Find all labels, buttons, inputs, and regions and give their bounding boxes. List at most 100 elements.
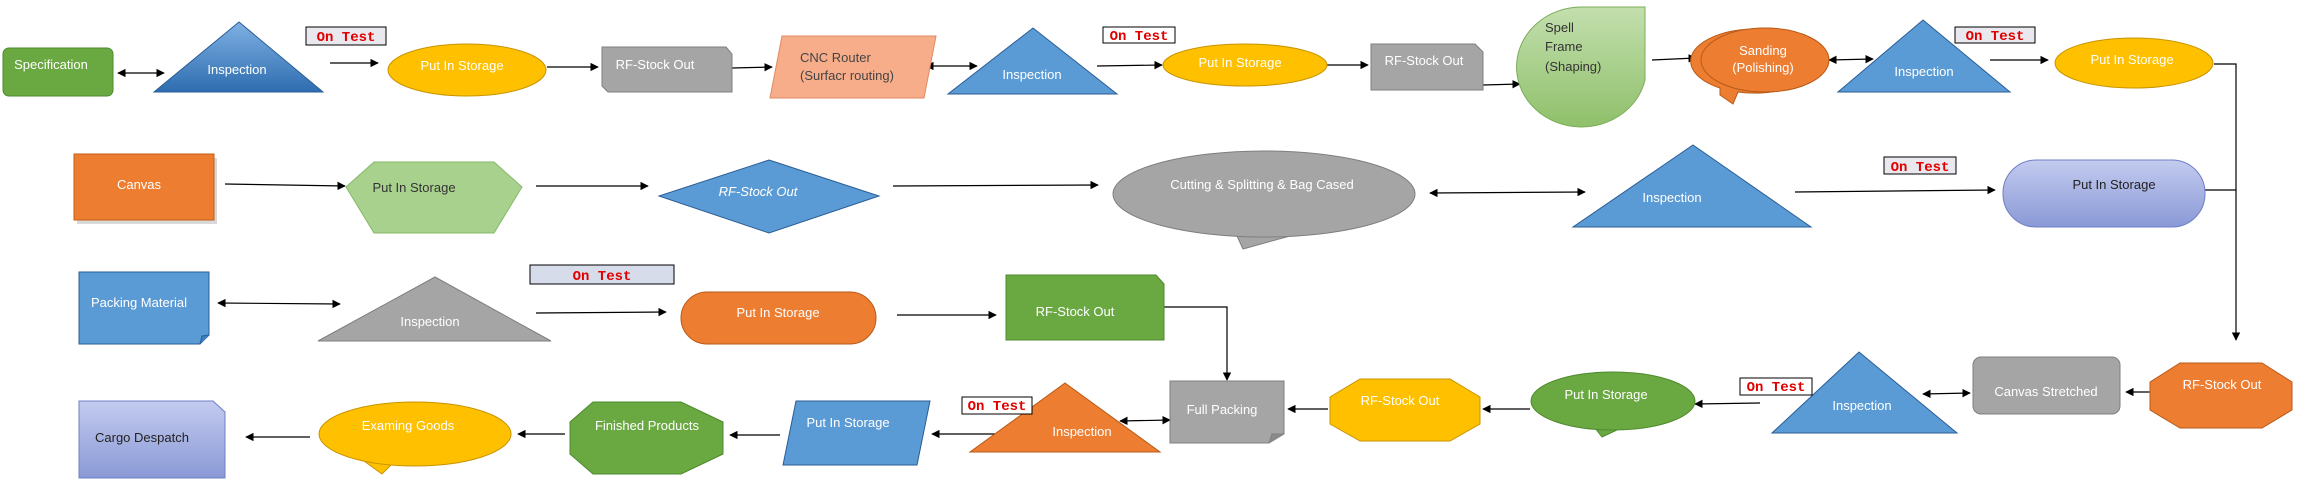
rf-stock-out-r2-label: RF-Stock Out xyxy=(719,184,799,199)
spell-frame-label-1: Spell xyxy=(1545,20,1574,35)
on-test-badge-r5: On Test xyxy=(961,396,1033,415)
node-full-packing: Full Packing xyxy=(1169,380,1285,444)
spell-frame-label-2: Frame xyxy=(1545,39,1583,54)
arrow-rfout2-spellframe xyxy=(1482,80,1521,89)
node-rf-stock-out-r2: RF-Stock Out xyxy=(657,159,881,234)
node-sanding: Sanding (Polishing) xyxy=(1690,27,1830,105)
node-put-in-storage-3: Put In Storage xyxy=(2054,37,2214,89)
arrow-sanding-inspection3 xyxy=(1828,54,1874,65)
canvas-label: Canvas xyxy=(117,177,162,192)
arrow-packing-inspection xyxy=(217,298,341,309)
node-packing-material: Packing Material xyxy=(78,271,210,345)
rf-stock-out-r4-mid-label: RF-Stock Out xyxy=(1361,393,1440,408)
spell-frame-label-3: (Shaping) xyxy=(1545,59,1601,74)
on-test-r4-label: On Test xyxy=(1747,380,1806,396)
arrow-cutting-inspection-r2 xyxy=(1429,187,1586,198)
arrow-inspection2-storage2 xyxy=(1096,60,1163,70)
on-test-r3-label: On Test xyxy=(573,269,632,285)
node-inspection-1: Inspection xyxy=(152,21,325,93)
node-rf-stock-out-1: RF-Stock Out xyxy=(601,46,733,93)
put-in-storage-r3-label: Put In Storage xyxy=(736,305,819,320)
sanding-label-2: (Polishing) xyxy=(1732,60,1793,75)
connector-rfout-fullpacking xyxy=(1164,306,1232,381)
cnc-router-label-2: (Surfacr routing) xyxy=(800,68,894,83)
arrow-inspection-storage-r2 xyxy=(1794,185,1996,195)
sanding-label-1: Sanding xyxy=(1739,43,1787,58)
node-put-in-storage-1: Put In Storage xyxy=(387,43,547,97)
on-test-badge-1: On Test xyxy=(305,26,387,46)
on-test-badge-2: On Test xyxy=(1102,26,1176,45)
node-canvas: Canvas xyxy=(73,153,217,224)
arrow-fullpacking-inspection-r5 xyxy=(1119,415,1171,426)
put-in-storage-r2-label: Put In Storage xyxy=(372,180,455,195)
inspection-2-label: Inspection xyxy=(1002,67,1061,82)
put-in-storage-r5-label: Put In Storage xyxy=(806,415,889,430)
node-finished-products: Finished Products xyxy=(569,401,724,475)
node-inspection-r4: Inspection xyxy=(1770,351,1959,434)
node-rf-stock-out-r4-mid: RF-Stock Out xyxy=(1329,378,1481,442)
node-cargo-despatch: Cargo Despatch xyxy=(78,400,226,479)
inspection-3-label: Inspection xyxy=(1894,64,1953,79)
on-test-1-label: On Test xyxy=(317,30,376,46)
node-cutting: Cutting & Splitting & Bag Cased xyxy=(1112,150,1416,250)
specification-label: Specification xyxy=(14,57,88,72)
node-canvas-stretched: Canvas Stretched xyxy=(1972,356,2121,415)
full-packing-label: Full Packing xyxy=(1187,402,1258,417)
node-put-in-storage-2: Put In Storage xyxy=(1162,43,1328,87)
inspection-r5-label: Inspection xyxy=(1052,424,1111,439)
on-test-badge-r4: On Test xyxy=(1739,377,1813,396)
node-specification: Specification xyxy=(2,47,114,97)
put-in-storage-1-label: Put In Storage xyxy=(420,58,503,73)
put-in-storage-r4-label: Put In Storage xyxy=(1564,387,1647,402)
on-test-2-label: On Test xyxy=(1110,29,1169,45)
node-rf-stock-out-r4-right: RF-Stock Out xyxy=(2149,362,2293,429)
arrow-rfout-cutting xyxy=(892,180,1099,190)
put-in-storage-r2-2-label: Put In Storage xyxy=(2072,177,2155,192)
canvas-stretched-label: Canvas Stretched xyxy=(1994,384,2097,399)
cnc-router-label-1: CNC Router xyxy=(800,50,871,65)
put-in-storage-3-label: Put In Storage xyxy=(2090,52,2173,67)
node-put-in-storage-r3: Put In Storage xyxy=(680,291,877,345)
cutting-label: Cutting & Splitting & Bag Cased xyxy=(1170,177,1354,192)
inspection-1-label: Inspection xyxy=(207,62,266,77)
connector-storage3-down xyxy=(2214,63,2241,341)
cargo-despatch-label: Cargo Despatch xyxy=(95,430,189,445)
on-test-badge-r2: On Test xyxy=(1883,156,1957,176)
node-inspection-r3: Inspection xyxy=(317,276,552,342)
on-test-badge-r3: On Test xyxy=(529,264,675,285)
finished-products-label: Finished Products xyxy=(595,418,700,433)
arrow-canvasstretched-inspection xyxy=(1922,388,1971,399)
rf-stock-out-2-label: RF-Stock Out xyxy=(1385,53,1464,68)
node-inspection-3: Inspection xyxy=(1836,19,2012,93)
node-put-in-storage-r5: Put In Storage xyxy=(782,400,931,466)
node-put-in-storage-r4: Put In Storage xyxy=(1530,371,1696,438)
node-rf-stock-out-r3: RF-Stock Out xyxy=(1005,274,1165,341)
on-test-r2-label: On Test xyxy=(1891,160,1950,176)
arrow-rfout1-cnc xyxy=(731,62,773,72)
put-in-storage-2-label: Put In Storage xyxy=(1198,55,1281,70)
connectors xyxy=(117,54,2241,442)
packing-material-label: Packing Material xyxy=(91,295,187,310)
on-test-badge-3: On Test xyxy=(1954,26,2036,45)
inspection-r2-label: Inspection xyxy=(1642,190,1701,205)
rf-stock-out-r3-label: RF-Stock Out xyxy=(1036,304,1115,319)
node-spell-frame: Spell Frame (Shaping) xyxy=(1516,6,1646,128)
on-test-3-label: On Test xyxy=(1966,29,2025,45)
arrow-inspection-storage-r4 xyxy=(1694,399,1761,409)
inspection-r4-label: Inspection xyxy=(1832,398,1891,413)
node-inspection-r5: Inspection xyxy=(968,382,1162,453)
examing-goods-label: Examing Goods xyxy=(362,418,455,433)
node-rf-stock-out-2: RF-Stock Out xyxy=(1370,43,1484,91)
arrow-canvas-storage xyxy=(224,181,346,191)
inspection-r3-label: Inspection xyxy=(400,314,459,329)
node-cnc-router: CNC Router (Surfacr routing) xyxy=(769,35,937,99)
rf-stock-out-r4-right-label: RF-Stock Out xyxy=(2183,377,2262,392)
rf-stock-out-1-label: RF-Stock Out xyxy=(616,57,695,72)
node-put-in-storage-r2: Put In Storage xyxy=(345,161,523,234)
arrow-inspection-storage-r3 xyxy=(535,307,667,317)
arrow-spellframe-sanding xyxy=(1651,54,1697,63)
node-examing-goods: Examing Goods xyxy=(318,401,512,475)
on-test-r5-label: On Test xyxy=(968,399,1027,415)
node-inspection-2: Inspection xyxy=(946,27,1119,95)
